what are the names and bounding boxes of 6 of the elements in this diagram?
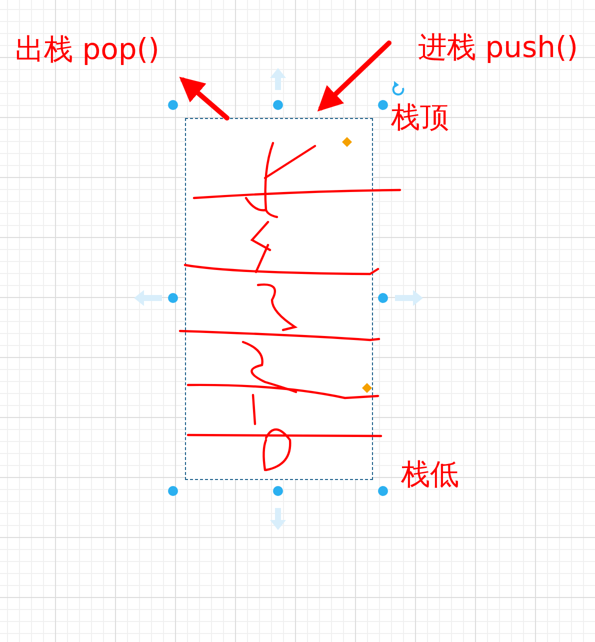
- arrow: [179, 76, 230, 120]
- operation-label: 出栈 pop(): [15, 31, 160, 67]
- stack-end-label: 栈低: [401, 456, 459, 492]
- operation-label: 进栈 push(): [418, 29, 578, 65]
- stack-end-label: 栈顶: [391, 99, 449, 135]
- arrow: [317, 40, 392, 112]
